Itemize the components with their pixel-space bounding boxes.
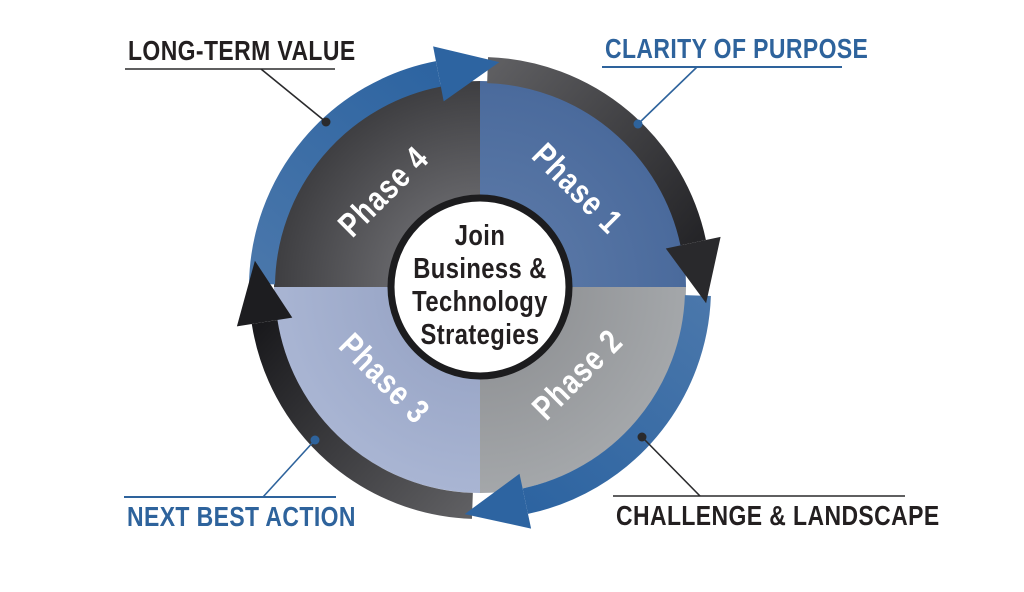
callout-next-best-action-label: NEXT BEST ACTION — [127, 502, 356, 533]
center-text: Join Business & Technology Strategies — [412, 219, 548, 351]
center-circle — [387, 194, 573, 380]
arrowhead-right-down-icon — [665, 236, 721, 304]
callout-long-term-value: LONG-TERM VALUE — [125, 36, 356, 127]
arrowhead-bottom-left-icon — [464, 473, 532, 529]
cycle-arc-dark-top-right — [487, 57, 706, 246]
cycle-arrows — [249, 57, 711, 519]
callout-next-best-action: NEXT BEST ACTION — [124, 435, 356, 533]
callout-long-term-value-dot — [321, 117, 331, 127]
arrowhead-top-right-icon — [433, 46, 500, 102]
cycle-arc-blue-bottom-right — [522, 295, 711, 514]
callout-clarity-of-purpose: CLARITY OF PURPOSE — [602, 34, 868, 129]
callout-next-best-action-leader-line — [262, 439, 316, 498]
callout-clarity-of-purpose-label: CLARITY OF PURPOSE — [605, 34, 868, 65]
callout-clarity-of-purpose-leader-line — [637, 66, 698, 125]
cycle-arc-blue-top-left — [249, 61, 441, 285]
center-line-4: Strategies — [420, 318, 539, 351]
center-line-3: Technology — [412, 285, 548, 318]
callout-challenge-landscape-leader-line — [641, 436, 701, 497]
callout-long-term-value-leader-line — [260, 68, 327, 123]
callout-challenge-landscape: CHALLENGE & LANDSCAPE — [613, 432, 940, 532]
callout-long-term-value-label: LONG-TERM VALUE — [128, 36, 356, 67]
arrowhead-left-up-icon — [236, 260, 293, 327]
callout-challenge-landscape-dot — [637, 432, 647, 442]
center-line-2: Business & — [413, 252, 547, 285]
cycle-arc-dark-bottom-left — [251, 319, 473, 519]
center-line-1: Join — [455, 219, 505, 252]
callout-challenge-landscape-label: CHALLENGE & LANDSCAPE — [616, 501, 940, 532]
callout-clarity-of-purpose-dot — [633, 119, 643, 129]
cycle-arrowheads — [236, 46, 721, 529]
callout-next-best-action-dot — [310, 435, 320, 445]
